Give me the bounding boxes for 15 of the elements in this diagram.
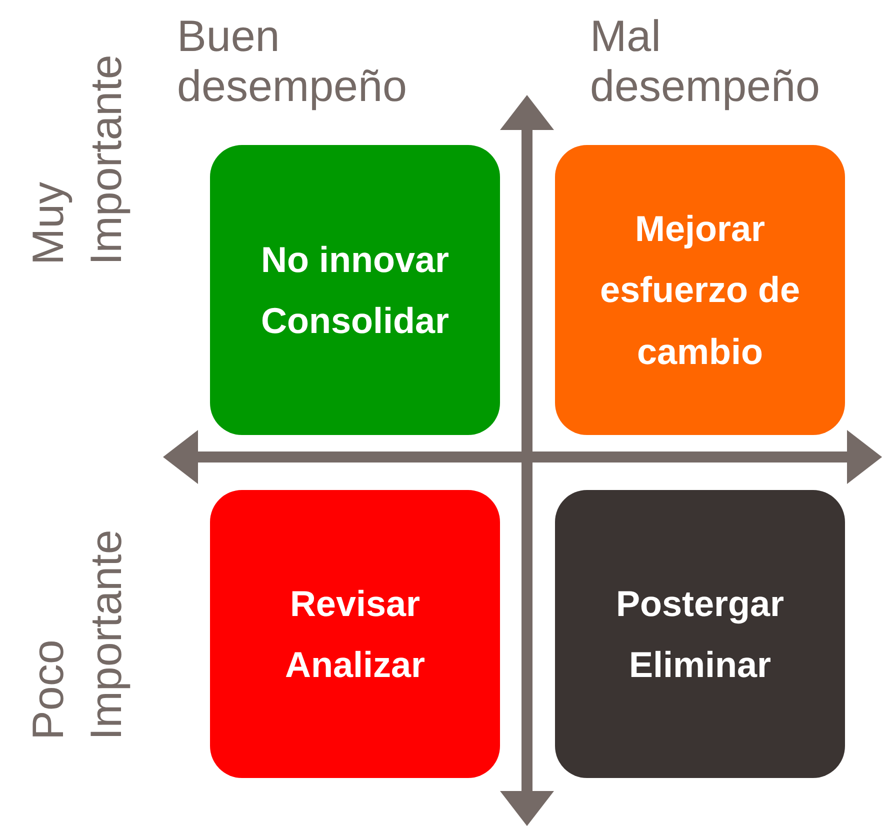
- quadrant-box: [210, 145, 500, 435]
- quadrant-text: Postergar: [616, 582, 784, 626]
- column-heading: Buen desempeño: [177, 12, 408, 112]
- quadrant-text: Eliminar: [628, 643, 772, 687]
- quadrant-box: [210, 490, 500, 778]
- quadrant-text: Mejorar esfuerzo de cambio: [598, 207, 802, 374]
- row-heading: Muy Importante: [23, 54, 132, 265]
- row-heading: Poco Importante: [23, 528, 132, 740]
- column-heading: Mal desempeño: [590, 12, 821, 112]
- quadrant-text: Consolidar: [260, 299, 449, 343]
- quadrant-text: No innovar: [260, 238, 449, 282]
- quadrant-box: [555, 490, 845, 778]
- quadrant-box: [555, 145, 845, 435]
- quadrant-text: Revisar: [290, 582, 420, 626]
- quadrant-text: Analizar: [284, 643, 426, 687]
